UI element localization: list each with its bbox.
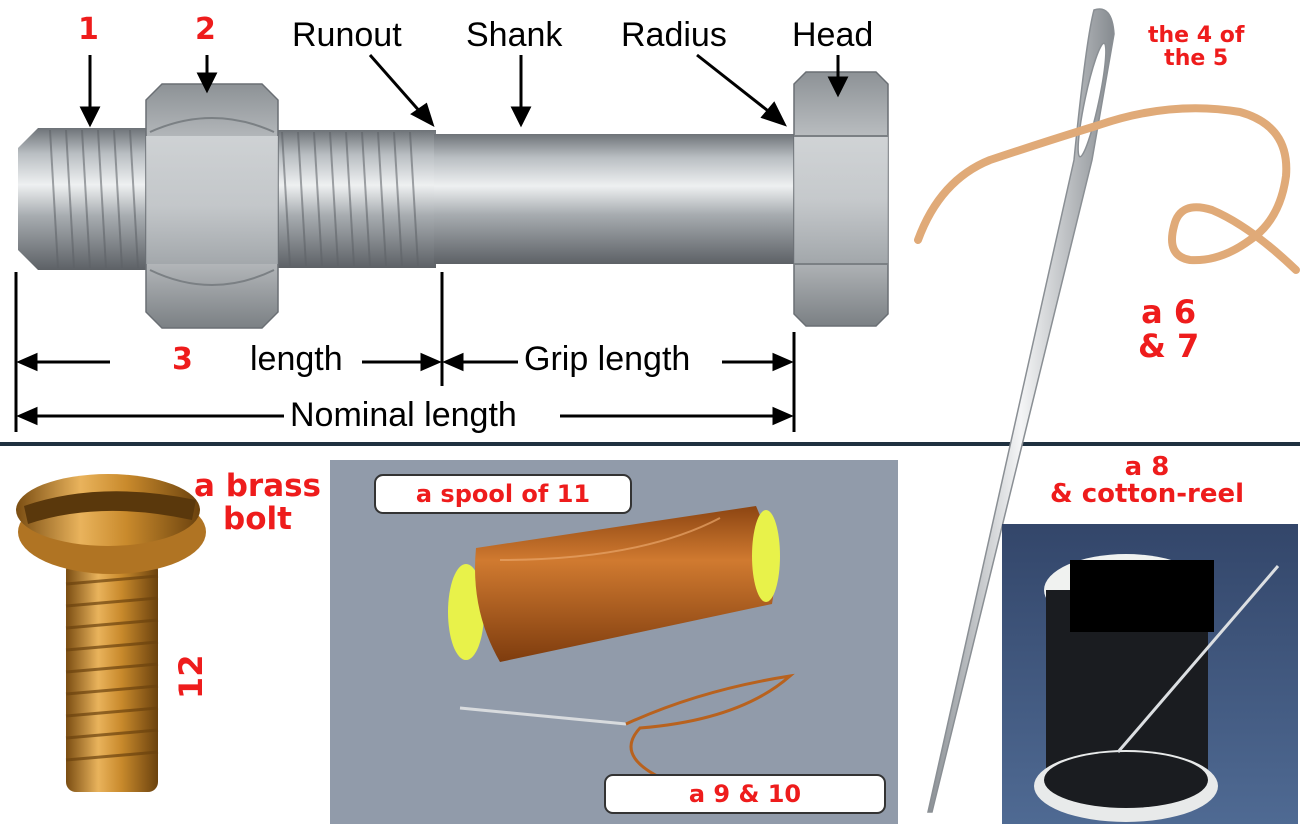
length-label: length <box>250 340 343 378</box>
spool-image <box>330 460 898 824</box>
brass-bolt-image <box>16 474 206 792</box>
label-arrows <box>79 53 849 128</box>
label-4-of-5: the 4 of the 5 <box>1148 23 1245 72</box>
needle-thread-label: a 9 & 10 <box>604 774 886 814</box>
part-number-3: 3 <box>172 342 193 377</box>
runout-label: Runout <box>292 16 402 54</box>
part-number-2: 2 <box>195 12 216 47</box>
shank <box>434 134 796 264</box>
shank-label: Shank <box>466 16 563 54</box>
redaction-box <box>1070 560 1214 632</box>
part-number-12: 12 <box>172 654 211 700</box>
dimension-lines <box>14 272 796 432</box>
head-label: Head <box>792 16 874 54</box>
cotton-reel-image <box>1002 524 1298 824</box>
nominal-length-label: Nominal length <box>290 396 517 434</box>
bolt-illustration <box>18 71 889 329</box>
radius-label: Radius <box>621 16 727 54</box>
label-6-and-7: a 6 & 7 <box>1138 293 1200 365</box>
thread <box>914 104 1300 274</box>
nut <box>145 83 279 329</box>
brass-bolt-label: a brass bolt <box>194 468 322 537</box>
bolt-head <box>793 71 889 327</box>
cotton-reel-label: a 8 & cotton-reel <box>1050 452 1245 510</box>
thread-ridges-left <box>49 129 139 269</box>
thread-ridges-right <box>281 131 419 267</box>
part-number-1: 1 <box>78 12 99 47</box>
spool-label: a spool of 11 <box>374 474 632 514</box>
grip-length-label: Grip length <box>524 340 691 378</box>
